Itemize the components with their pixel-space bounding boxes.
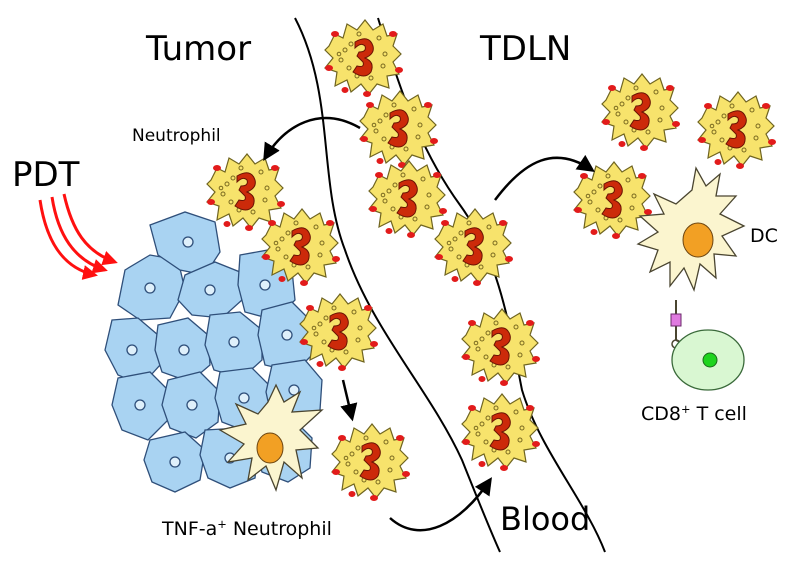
cd8-t-cell-label: CD8+ T cell — [641, 402, 747, 425]
neutrophil — [368, 160, 448, 239]
neutrophil — [261, 208, 341, 287]
neutrophil — [359, 90, 439, 169]
pdt-label: PDT — [12, 155, 80, 195]
neutrophil — [434, 208, 514, 287]
neutrophil — [461, 308, 541, 387]
dc-nucleus — [256, 432, 284, 464]
neutrophil — [697, 91, 777, 170]
blood-label: Blood — [500, 500, 591, 538]
neutrophil — [206, 153, 286, 232]
tnf-neutrophil-label: TNF-a+ Neutrophil — [162, 517, 332, 540]
neutrophil — [324, 19, 404, 98]
neutrophil — [299, 293, 379, 372]
neutrophil — [601, 73, 681, 152]
pdt-arrows — [38, 193, 118, 280]
neutrophil — [573, 161, 653, 240]
tdln-label: TDLN — [480, 29, 572, 69]
cd8-t-cell — [671, 329, 745, 391]
tumor-label: Tumor — [146, 29, 252, 69]
lymph-node-dendritic-cell — [636, 166, 746, 293]
neutrophil — [461, 393, 541, 472]
tumor-dendritic-cell — [218, 383, 324, 492]
neutrophil-label: Neutrophil — [132, 126, 221, 146]
dc-label: DC — [750, 225, 778, 247]
migration-arrows — [263, 116, 595, 532]
tnf-neutrophil — [331, 423, 411, 502]
